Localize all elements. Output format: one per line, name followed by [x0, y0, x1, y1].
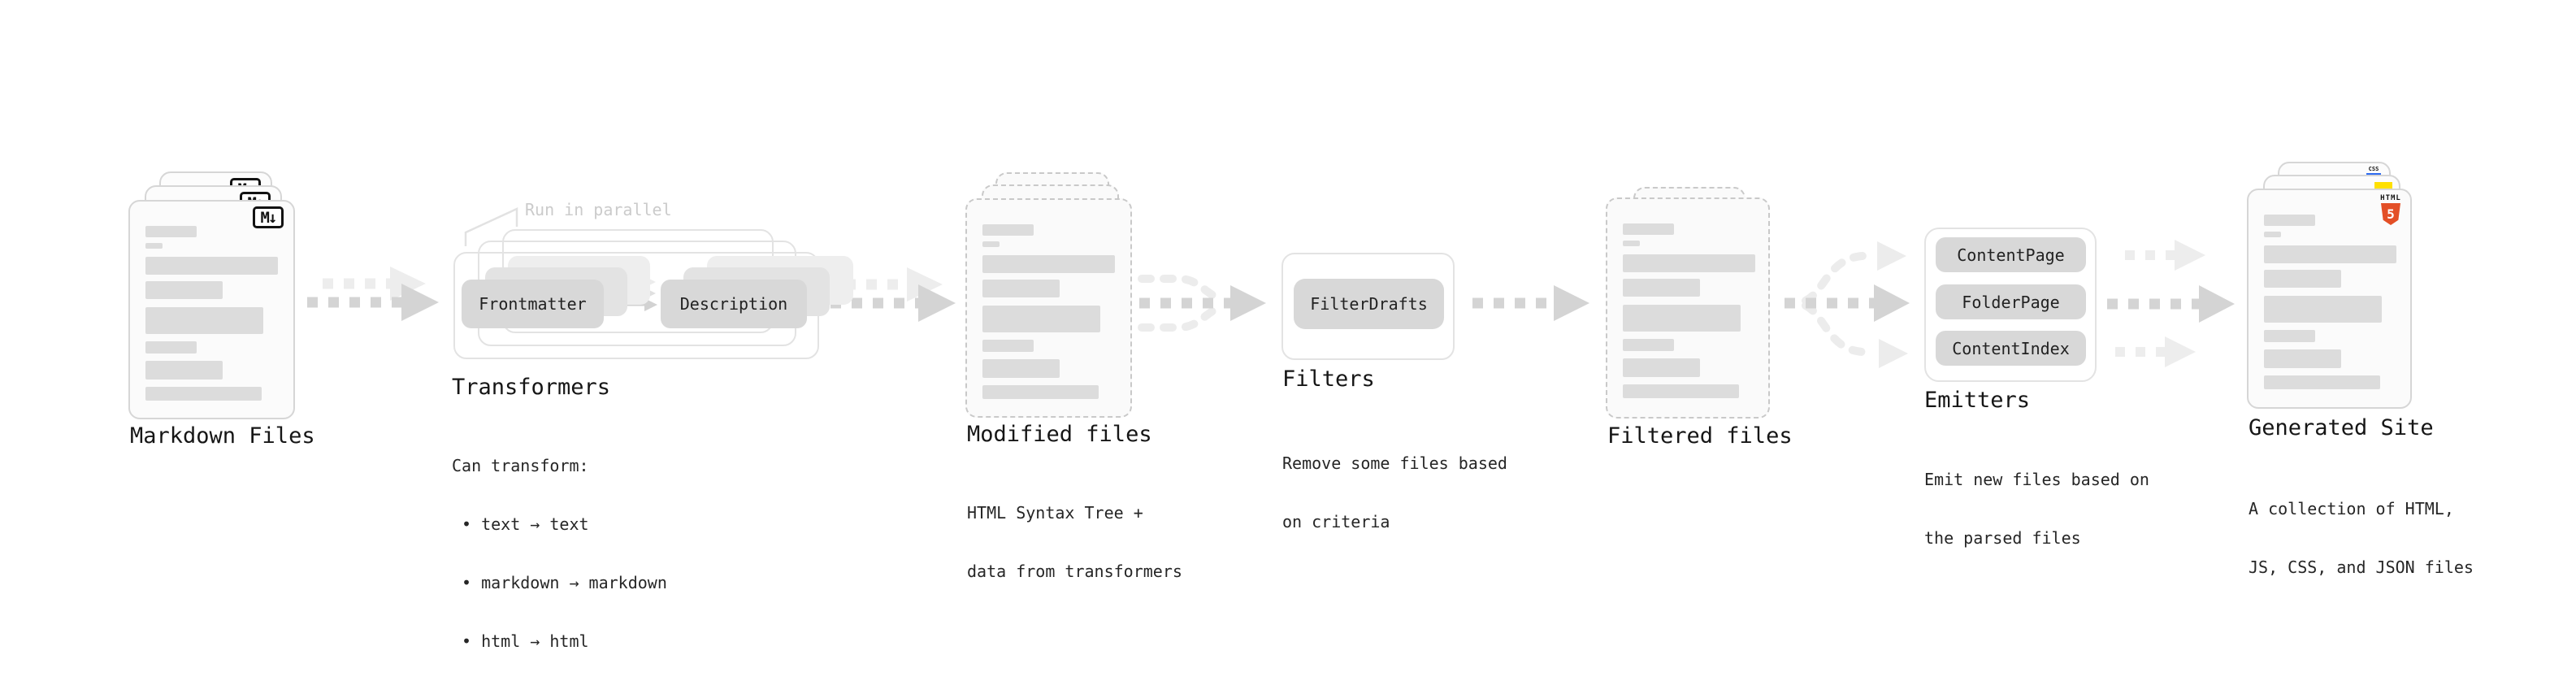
html5-icon-word: HTML: [2380, 194, 2401, 202]
arrow-filters-to-filtered: [1472, 285, 1589, 321]
modified-files-caption: HTML Syntax Tree + data from transformer…: [967, 464, 1182, 620]
caption-line: Emit new files based on: [1924, 470, 2149, 489]
transformer-description-button: Description: [661, 280, 807, 328]
filters-caption: Remove some files based on criteria: [1282, 414, 1507, 570]
caption-bullet: • text → text: [462, 514, 589, 534]
caption-bullet: • markdown → markdown: [462, 573, 667, 592]
arrow-emitters-to-generated: [2107, 240, 2235, 367]
markdown-file-card: M↓: [128, 200, 295, 419]
stage-label-filters: Filters: [1282, 367, 1375, 392]
document-placeholder-lines: [1607, 199, 1768, 417]
stage-label-markdown-files: Markdown Files: [130, 423, 315, 449]
stage-label-generated-site: Generated Site: [2249, 415, 2434, 440]
emitter-contentpage-label: ContentPage: [1957, 245, 2065, 265]
emitter-folderpage-button: FolderPage: [1936, 284, 2086, 319]
caption-line: Can transform:: [452, 456, 589, 475]
html5-icon-number: 5: [2387, 206, 2395, 222]
transformer-frontmatter-label: Frontmatter: [479, 294, 587, 314]
transformer-frontmatter-button: Frontmatter: [462, 280, 604, 328]
emitter-folderpage-label: FolderPage: [1962, 292, 2060, 312]
filter-drafts-button: FilterDrafts: [1294, 279, 1444, 329]
emitters-caption: Emit new files based on the parsed files: [1924, 431, 2149, 587]
caption-line: on criteria: [1282, 512, 1390, 531]
modified-file-card: [965, 198, 1132, 418]
filtered-files-stack: [1606, 187, 1806, 423]
emitter-contentindex-label: ContentIndex: [1952, 338, 2070, 358]
transformer-description-label: Description: [679, 294, 788, 314]
css-icon-underline: [2366, 173, 2381, 176]
stage-label-emitters: Emitters: [1924, 388, 2031, 413]
stage-label-transformers: Transformers: [452, 375, 611, 400]
markdown-icon: M↓: [253, 206, 284, 228]
caption-bullet: • html → html: [462, 631, 589, 651]
document-placeholder-lines: [2249, 190, 2410, 407]
emitter-contentindex-button: ContentIndex: [1936, 331, 2086, 366]
stage-label-filtered-files: Filtered files: [1607, 423, 1793, 449]
caption-line: HTML Syntax Tree +: [967, 503, 1143, 523]
css-icon-text: CSS: [2368, 166, 2379, 172]
generated-file-card: HTML 5: [2247, 189, 2412, 409]
caption-line: the parsed files: [1924, 528, 2081, 548]
run-in-parallel-label: Run in parallel: [525, 200, 672, 219]
caption-line: JS, CSS, and JSON files: [2249, 557, 2474, 577]
generated-site-stack: CSS HTML 5: [2247, 162, 2447, 410]
document-placeholder-lines: [967, 200, 1130, 416]
emitter-contentpage-button: ContentPage: [1936, 237, 2086, 272]
js-icon: [2374, 182, 2392, 190]
stage-label-modified-files: Modified files: [967, 422, 1152, 447]
markdown-files-stack: M↓ M↓ M↓: [128, 171, 328, 420]
css-icon: CSS: [2365, 167, 2383, 176]
markdown-icon-text: M↓: [260, 208, 278, 227]
html5-icon: HTML 5: [2379, 194, 2402, 225]
caption-line: Remove some files based: [1282, 453, 1507, 473]
document-placeholder-lines: [130, 202, 293, 418]
caption-line: A collection of HTML,: [2249, 499, 2454, 518]
transformers-caption: Can transform: • text → text • markdown …: [452, 417, 667, 681]
filtered-file-card: [1606, 197, 1770, 419]
caption-line: data from transformers: [967, 562, 1182, 581]
generated-site-caption: A collection of HTML, JS, CSS, and JSON …: [2249, 460, 2474, 616]
filter-drafts-label: FilterDrafts: [1310, 294, 1428, 314]
modified-files-stack: [965, 172, 1165, 421]
